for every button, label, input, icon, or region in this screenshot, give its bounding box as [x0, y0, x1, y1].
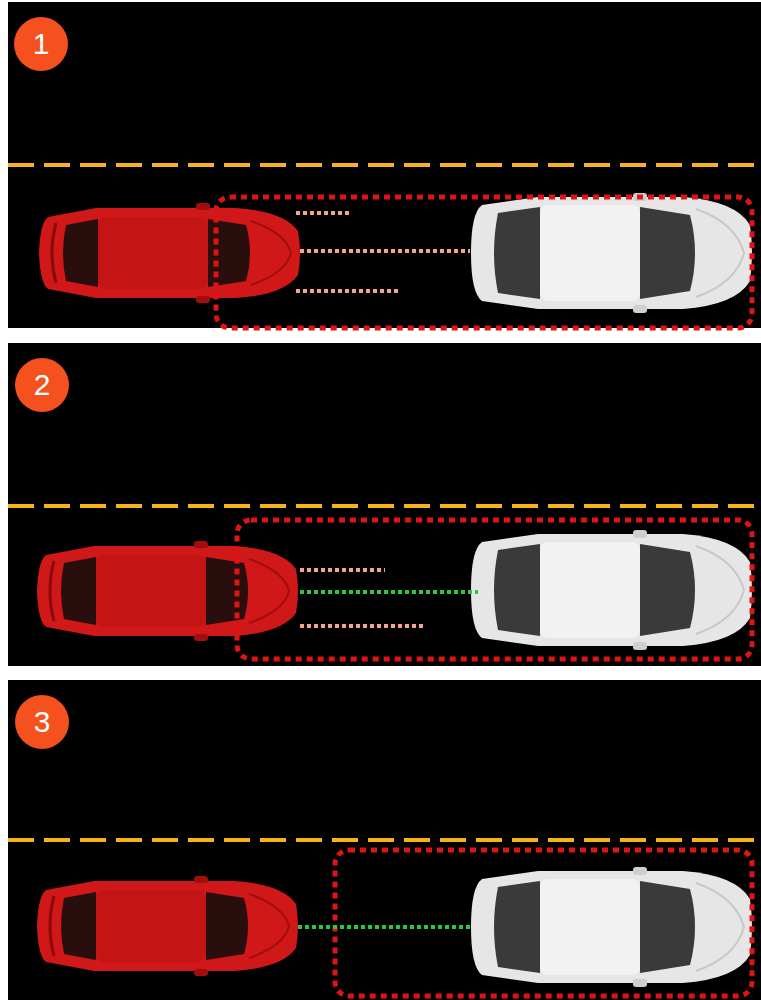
step-number: 1: [33, 29, 50, 59]
step-number-circle: 2: [15, 358, 69, 412]
step-number-circle: 3: [15, 695, 69, 749]
step-number-circle: 1: [14, 17, 68, 71]
step-number: 3: [34, 707, 51, 737]
step-number: 2: [34, 370, 51, 400]
